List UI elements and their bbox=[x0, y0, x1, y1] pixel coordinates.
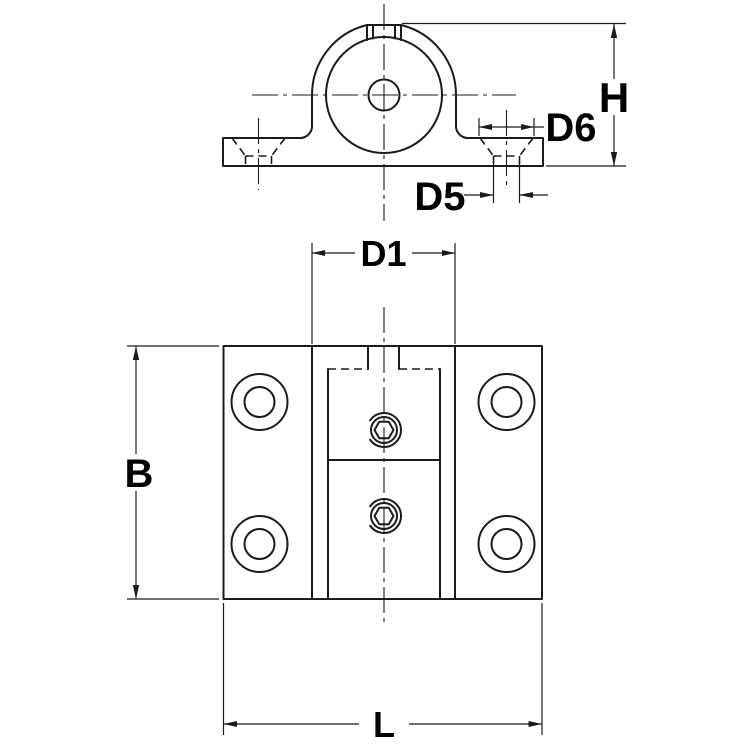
plan-plate-outline bbox=[222, 345, 543, 600]
corner-holes bbox=[230, 373, 536, 573]
countersink-edge bbox=[270, 137, 286, 157]
countersink-edge bbox=[479, 137, 495, 157]
thread-arc bbox=[369, 498, 403, 534]
arrowhead-right bbox=[442, 250, 455, 256]
dimension-d5: D5 bbox=[414, 161, 548, 219]
upper-socket-screw bbox=[369, 412, 403, 448]
dimension-label-h: H bbox=[599, 74, 629, 121]
shaft-hole-circle bbox=[367, 78, 401, 112]
arrowhead-right bbox=[528, 721, 542, 727]
countersink-edge bbox=[518, 137, 534, 157]
arrowhead-right bbox=[480, 192, 494, 198]
front-centerlines bbox=[252, 4, 516, 221]
top-slot-thread-lines bbox=[366, 24, 402, 41]
dimension-l: L bbox=[222, 603, 543, 745]
counterbore-circle bbox=[477, 373, 536, 431]
arrowhead-left bbox=[223, 721, 237, 727]
thread-arc bbox=[369, 412, 403, 448]
hex-socket bbox=[373, 420, 395, 440]
arrowhead-down bbox=[132, 585, 140, 599]
dimension-d6: D6 bbox=[478, 106, 597, 150]
hex-socket bbox=[373, 506, 395, 526]
front-view: H D6 D5 bbox=[222, 4, 629, 221]
lower-socket-screw bbox=[369, 498, 403, 534]
dimension-label-b: B bbox=[125, 452, 154, 496]
dimension-b: B bbox=[125, 345, 219, 600]
through-hole-circle bbox=[243, 528, 276, 560]
dimension-label-d6: D6 bbox=[545, 106, 596, 150]
arrowhead-left bbox=[519, 192, 533, 198]
counterbore-circle bbox=[230, 515, 289, 573]
arrowhead-down bbox=[610, 152, 618, 166]
dimension-label-d1: D1 bbox=[360, 233, 406, 274]
arrowhead-right bbox=[521, 124, 534, 130]
counterbore-circle bbox=[477, 515, 536, 573]
dimension-d1: D1 bbox=[311, 233, 456, 344]
countersink-edge bbox=[231, 137, 247, 157]
dimension-h: H bbox=[402, 22, 629, 167]
through-hole-circle bbox=[490, 386, 523, 418]
plan-view: D1 B L bbox=[125, 233, 543, 745]
left-countersink-hidden bbox=[231, 137, 286, 166]
through-hole-circle bbox=[243, 386, 276, 418]
through-hole-circle bbox=[490, 528, 523, 560]
arrowhead-up bbox=[610, 24, 618, 38]
arrowhead-left bbox=[479, 124, 492, 130]
dimension-label-d5: D5 bbox=[414, 175, 465, 219]
counterbore-circle bbox=[230, 373, 289, 431]
arrowhead-up bbox=[132, 346, 140, 360]
dimension-label-l: L bbox=[373, 704, 395, 745]
arrowhead-left bbox=[312, 250, 325, 256]
